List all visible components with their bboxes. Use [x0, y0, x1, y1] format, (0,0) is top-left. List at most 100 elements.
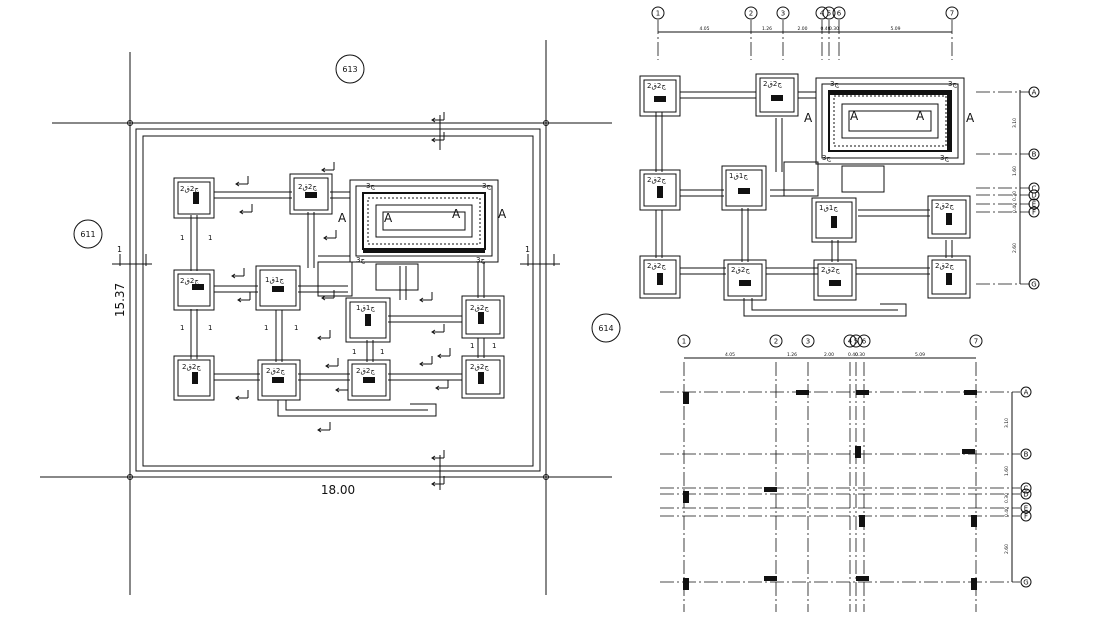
svg-text:1: 1 [208, 324, 212, 332]
grid-axis-top-6-bubble [832, 6, 846, 20]
span-right-2: 0.30 [1012, 191, 1018, 201]
svg-text:1: 1 [492, 342, 496, 350]
footing-f7: 2ج2ق [173, 355, 215, 401]
section-a-core-4: A [498, 207, 507, 221]
layout-axis-right-B-bubble [1020, 448, 1032, 460]
span-right-0: 3.10 [1012, 118, 1018, 128]
arrow-mark-18 [431, 132, 445, 143]
svg-text:2ج2ق: 2ج2ق [763, 80, 782, 88]
plan-footing-1: 2ج2ق [639, 75, 681, 117]
svg-text:2ج2ق: 2ج2ق [470, 363, 489, 371]
svg-text:3ج: 3ج [948, 80, 957, 88]
layout-span-top-0: 4.05 [725, 352, 735, 358]
arrow-mark-10 [431, 324, 445, 335]
grid-axis-right-E-bubble [1028, 198, 1040, 210]
span-top-1: 1.26 [762, 26, 772, 32]
arrow-mark-1 [235, 176, 249, 187]
footing-f1: 2ج2ق [173, 177, 215, 219]
grid-axis-right-D-label: D [1031, 192, 1036, 200]
layout-span-top-1: 1.26 [787, 352, 797, 358]
svg-text:3ج: 3ج [822, 154, 831, 162]
footing-f3: 2ج2ق [173, 269, 215, 311]
svg-text:3ج: 3ج [940, 154, 949, 162]
arrow-mark-9 [419, 292, 433, 303]
layout-span-right-0: 3.10 [1004, 418, 1010, 428]
layout-axis-right-E-bubble [1020, 502, 1032, 514]
svg-text:1ج1ق: 1ج1ق [356, 304, 375, 312]
layout-span-right-1: 1.60 [1004, 466, 1010, 476]
svg-text:1: 1 [470, 342, 474, 350]
column-2 [796, 390, 809, 395]
plan-footing-5: 1ج1ق [811, 197, 857, 243]
plot-width-dimension: 18.00 [321, 483, 355, 497]
grid-axis-top-5-bubble [822, 6, 836, 20]
layout-axis-right-C-bubble [1020, 482, 1032, 494]
layout-axis-top-6-label: 6 [862, 338, 867, 346]
section-a-core-3: A [338, 211, 347, 225]
layout-axis-top-2-bubble [769, 334, 783, 348]
plan-footing-7: 2ج2ق [639, 255, 681, 299]
section-a-core-2: A [452, 207, 461, 221]
grid-axis-top-5-label: 5 [827, 10, 831, 18]
layout-axis-right-C-label: C [1024, 485, 1029, 493]
layout-axis-right-F-bubble [1020, 510, 1032, 522]
layout-axis-top-7-label: 7 [974, 338, 978, 346]
grid-axis-right-A-bubble [1028, 86, 1040, 98]
svg-text:1: 1 [180, 324, 184, 332]
arrow-mark-5 [231, 268, 245, 279]
arrow-mark-19 [431, 450, 445, 461]
svg-text:1: 1 [180, 234, 184, 242]
plan-footing-2: 2ج2ق [755, 73, 799, 117]
grid-axis-top-1-label: 1 [656, 10, 660, 18]
layout-span-top-4: 0.30 [855, 352, 865, 358]
core-outer [349, 179, 499, 263]
grid-axis-right-C-label: C [1032, 185, 1037, 193]
svg-text:2ج2ق: 2ج2ق [821, 266, 840, 274]
layout-axis-right-G-label: G [1023, 579, 1028, 587]
column-1 [683, 392, 689, 404]
column-7 [683, 491, 689, 503]
plan-footing-8: 2ج2ق [723, 259, 767, 301]
neighbour-label-top: 613 [342, 65, 357, 74]
plan-footing-4: 1ج1ق [721, 165, 767, 211]
grid-axis-right-F-label: F [1032, 209, 1036, 217]
layout-span-top-5: 5.09 [915, 352, 925, 358]
grid-axis-top-2-bubble [744, 6, 758, 20]
layout-axis-top-1-bubble [677, 334, 691, 348]
neighbour-label-right: 614 [598, 324, 613, 333]
svg-text:3ج: 3ج [830, 80, 839, 88]
svg-text:1ج1ق: 1ج1ق [819, 204, 838, 212]
svg-text:2ج2ق: 2ج2ق [935, 202, 954, 210]
plan-footing-3: 2ج2ق [639, 169, 681, 211]
column-10 [971, 515, 977, 527]
grid-axis-top-7-bubble [945, 6, 959, 20]
grid-axis-right-G-label: G [1031, 281, 1036, 289]
column-3 [856, 390, 869, 395]
arrow-mark-11 [437, 348, 451, 359]
svg-text:1ج1ق: 1ج1ق [729, 172, 748, 180]
layout-axis-top-5-label: 5 [854, 338, 858, 346]
svg-text:2ج2ق: 2ج2ق [731, 266, 750, 274]
svg-text:2ج2ق: 2ج2ق [647, 176, 666, 184]
footing-f4: 1ج1ق [255, 265, 301, 311]
svg-text:2ج2ق: 2ج2ق [647, 82, 666, 90]
layout-axis-right-A-label: A [1024, 389, 1029, 397]
beam-label-core-2: 3ج [482, 182, 491, 190]
svg-text:1: 1 [264, 324, 268, 332]
grid-axis-right-B-bubble [1028, 148, 1040, 160]
footing-f5: 1ج1ق [345, 297, 391, 343]
layout-axis-top-4-bubble [843, 334, 857, 348]
arrow-mark-17 [431, 112, 445, 123]
layout-axis-top-3-bubble [801, 334, 815, 348]
footing-f10: 2ج2ق [461, 355, 505, 399]
svg-text:2ج2ق: 2ج2ق [356, 367, 375, 375]
svg-text:2ج2ق: 2ج2ق [647, 262, 666, 270]
svg-text:2ج2ق: 2ج2ق [266, 367, 285, 375]
footing-f8: 2ج2ق [257, 359, 301, 401]
layout-axis-top-2-label: 2 [774, 338, 778, 346]
layout-axis-right-E-label: E [1024, 505, 1028, 513]
svg-text:1: 1 [352, 348, 356, 356]
column-5 [855, 446, 861, 458]
